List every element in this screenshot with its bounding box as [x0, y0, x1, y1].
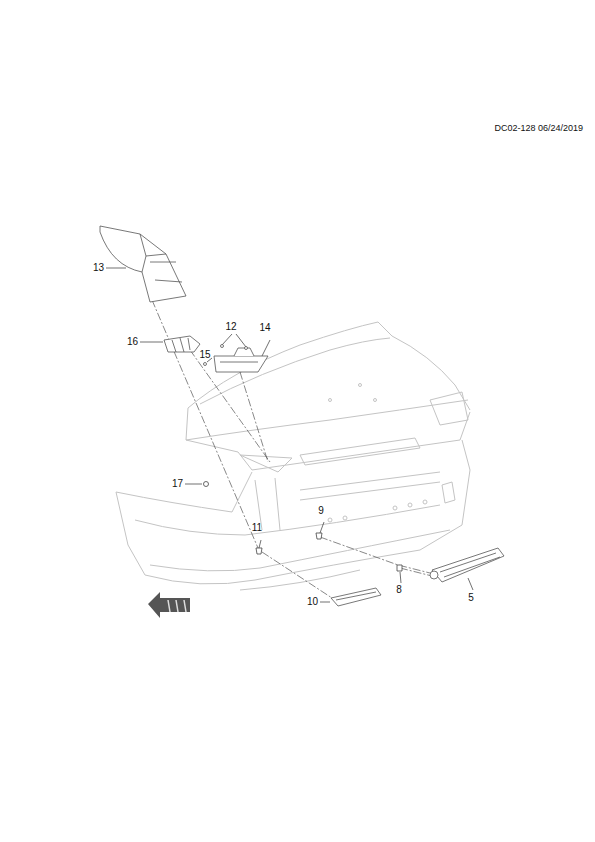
callout-number: 15 [199, 349, 210, 361]
assembly-line [152, 300, 434, 598]
bracket-part [164, 336, 200, 352]
rear-lamp-part [430, 548, 504, 582]
callout-number: 17 [172, 478, 183, 490]
orientation-icon [148, 592, 190, 618]
callout-number: 9 [318, 505, 324, 517]
callout-number: 8 [396, 584, 402, 596]
vehicle-outline [116, 322, 470, 590]
deflector-part [100, 226, 186, 302]
callout-number: 12 [225, 321, 236, 333]
callout-number: 14 [259, 322, 270, 334]
callout-number: 5 [468, 592, 474, 604]
callout-number: 13 [93, 262, 104, 274]
fastener [204, 482, 403, 572]
callout-number: 11 [252, 522, 262, 534]
document-code: DC02-128 06/24/2019 [494, 122, 583, 134]
leader-line [106, 268, 473, 602]
callout-number: 10 [307, 596, 318, 608]
lamp-part [204, 345, 269, 373]
reflector-part [331, 588, 381, 606]
callout-number: 16 [127, 336, 138, 348]
